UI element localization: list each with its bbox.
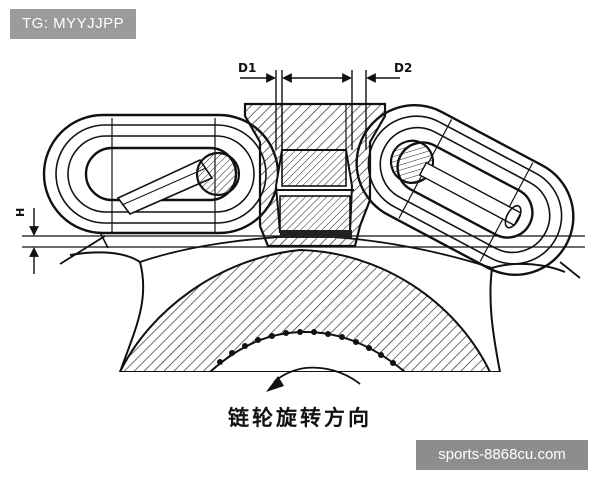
watermark-bottom-right: sports-8868cu.com xyxy=(416,440,588,470)
rotation-caption: 链轮旋转方向 xyxy=(228,405,372,430)
watermark-top-left: TG: MYYJJPP xyxy=(10,9,137,39)
bore-teeth xyxy=(217,329,396,366)
label-d1: D1 xyxy=(238,61,256,75)
right-chain-link xyxy=(355,104,575,276)
sprocket xyxy=(69,235,566,372)
center-block xyxy=(243,102,387,248)
label-h: H xyxy=(14,208,27,217)
label-d2: D2 xyxy=(394,61,412,75)
rotation-arrow-icon xyxy=(266,366,361,392)
left-chain-link xyxy=(42,113,280,249)
dimension-marks xyxy=(240,70,400,150)
